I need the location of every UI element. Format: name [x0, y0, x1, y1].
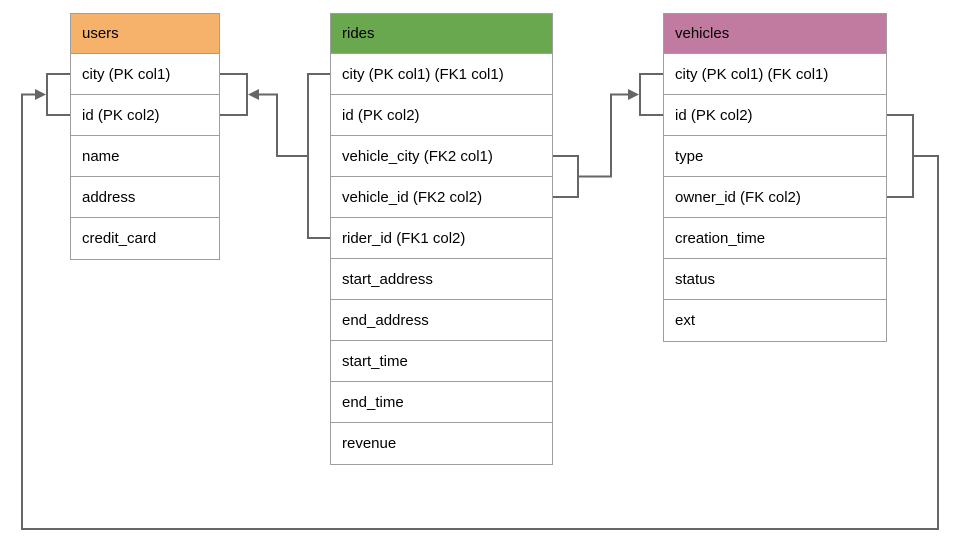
table-row: vehicle_id (FK2 col2) — [331, 177, 552, 218]
table-header-rides: rides — [331, 14, 552, 54]
rides-left-bracket — [307, 73, 330, 239]
table-row: id (PK col2) — [664, 95, 886, 136]
table-row: start_address — [331, 259, 552, 300]
vehicles-left-bracket — [639, 73, 663, 116]
table-row: vehicle_city (FK2 col1) — [331, 136, 552, 177]
table-row: owner_id (FK col2) — [664, 177, 886, 218]
table-rides: rides city (PK col1) (FK1 col1)id (PK co… — [330, 13, 553, 465]
fk1-arrowhead-icon — [248, 89, 259, 100]
fk2-arrowhead-icon — [628, 89, 639, 100]
table-row: city (PK col1) — [71, 54, 219, 95]
table-row: address — [71, 177, 219, 218]
table-row: end_time — [331, 382, 552, 423]
table-row: ext — [664, 300, 886, 341]
table-row: city (PK col1) (FK col1) — [664, 54, 886, 95]
fk1-link-line — [258, 93, 308, 157]
users-right-bracket — [220, 73, 248, 116]
connector-rides-fk1-users — [220, 73, 330, 239]
users-left-bracket — [46, 73, 70, 116]
table-row: status — [664, 259, 886, 300]
table-row: id (PK col2) — [331, 95, 552, 136]
table-row: end_address — [331, 300, 552, 341]
fk-arrowhead-icon — [35, 89, 46, 100]
table-row: start_time — [331, 341, 552, 382]
connector-rides-fk2-vehicles — [553, 73, 663, 198]
table-row: credit_card — [71, 218, 219, 259]
rides-right-bracket — [553, 155, 579, 198]
table-vehicles: vehicles city (PK col1) (FK col1)id (PK … — [663, 13, 887, 342]
vehicles-right-bracket — [887, 114, 914, 198]
table-row: id (PK col2) — [71, 95, 219, 136]
table-header-vehicles: vehicles — [664, 14, 886, 54]
table-row: city (PK col1) (FK1 col1) — [331, 54, 552, 95]
table-header-users: users — [71, 14, 219, 54]
table-row: rider_id (FK1 col2) — [331, 218, 552, 259]
table-row: revenue — [331, 423, 552, 464]
table-row: name — [71, 136, 219, 177]
table-row: type — [664, 136, 886, 177]
table-row: creation_time — [664, 218, 886, 259]
fk2-link-line — [578, 93, 628, 178]
